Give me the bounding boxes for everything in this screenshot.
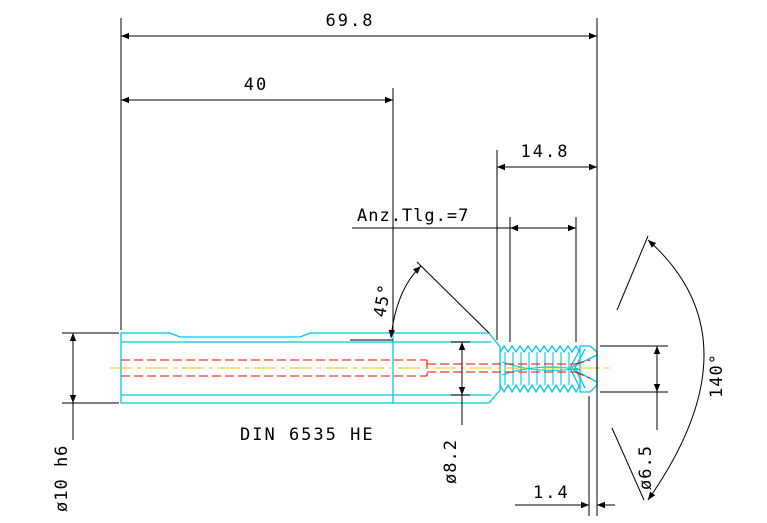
thread-crests-bottom: [499, 383, 581, 394]
thread-crests-top: [499, 344, 581, 354]
dim-thread-count: Anz.Tlg.=7: [357, 206, 469, 226]
coolant-channel: [121, 359, 591, 379]
shank-outline: [120, 332, 394, 404]
standard-label: DIN 6535 HE: [240, 425, 375, 445]
dim-point-angle: 140°: [707, 353, 727, 398]
dim-chamfer-angle: 45°: [370, 282, 396, 319]
dim-thread-length: 14.8: [521, 142, 570, 162]
dim-thread-diameter: ø6.5: [636, 445, 656, 490]
dim-shank-diameter: ø10 h6: [52, 445, 72, 512]
dim-overall-length: 69.8: [326, 11, 375, 31]
dim-tip-width: 1.4: [533, 483, 570, 503]
dim-neck-diameter: ø8.2: [441, 439, 461, 484]
dimension-lines: [62, 18, 705, 516]
dim-shank-length: 40: [244, 75, 268, 95]
